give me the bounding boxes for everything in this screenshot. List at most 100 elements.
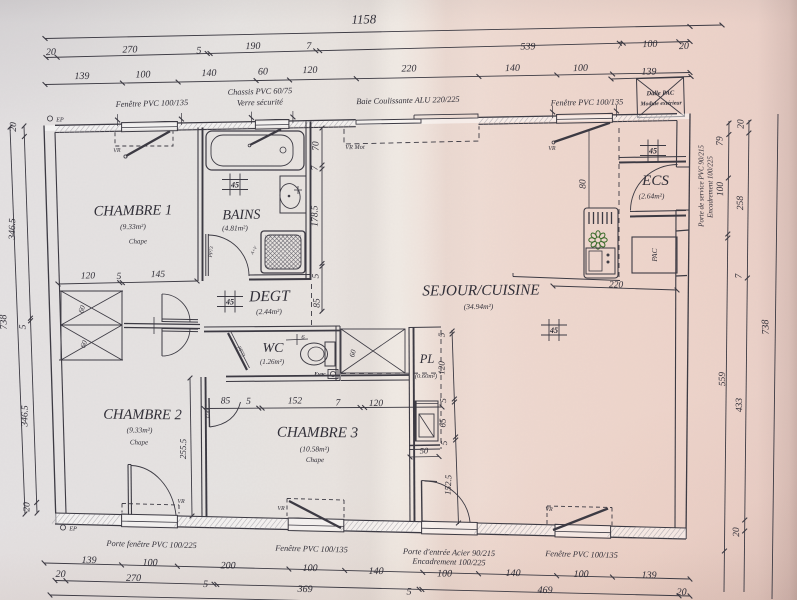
svg-text:Porte de service PVC 90/215: Porte de service PVC 90/215 xyxy=(698,145,706,228)
svg-text:(1.26m²): (1.26m²) xyxy=(260,358,285,366)
svg-text:5: 5 xyxy=(246,397,251,407)
svg-text:Encadrement 100/225: Encadrement 100/225 xyxy=(707,156,715,219)
svg-text:369: 369 xyxy=(296,584,312,595)
svg-text:5: 5 xyxy=(406,586,411,597)
svg-text:65: 65 xyxy=(437,418,447,428)
svg-text:140: 140 xyxy=(201,68,216,79)
svg-text:220: 220 xyxy=(401,63,416,74)
svg-text:738: 738 xyxy=(0,314,10,329)
svg-text:(0.60m²): (0.60m²) xyxy=(415,373,437,380)
svg-text:Verre sécurité: Verre sécurité xyxy=(237,97,284,107)
svg-text:Baie Coulissante ALU 220/225: Baie Coulissante ALU 220/225 xyxy=(356,95,460,106)
svg-text:Module extérieur: Module extérieur xyxy=(639,100,682,107)
svg-text:85: 85 xyxy=(312,298,322,308)
svg-text:VR: VR xyxy=(177,499,185,505)
svg-text:5: 5 xyxy=(436,332,446,337)
svg-text:539: 539 xyxy=(520,41,535,52)
svg-text:5: 5 xyxy=(18,324,28,329)
svg-text:Porte d'entrée Acier 90/215: Porte d'entrée Acier 90/215 xyxy=(402,547,495,558)
svg-text:CHAMBRE 3: CHAMBRE 3 xyxy=(277,425,358,442)
svg-text:ECS: ECS xyxy=(641,173,669,189)
svg-text:45: 45 xyxy=(225,298,234,307)
svg-text:139: 139 xyxy=(81,555,96,566)
svg-text:100: 100 xyxy=(716,182,726,197)
svg-text:120: 120 xyxy=(81,271,96,281)
svg-text:Fenêtre PVC 100/135: Fenêtre PVC 100/135 xyxy=(115,98,189,109)
svg-text:VR: VR xyxy=(277,506,285,512)
svg-text:20: 20 xyxy=(676,587,686,598)
svg-text:EP: EP xyxy=(55,116,64,123)
svg-text:(4.81m²): (4.81m²) xyxy=(222,223,248,232)
svg-text:140: 140 xyxy=(505,568,520,579)
svg-text:50: 50 xyxy=(420,445,429,455)
svg-text:255.5: 255.5 xyxy=(178,438,188,459)
svg-text:45: 45 xyxy=(230,181,239,190)
svg-text:20: 20 xyxy=(22,502,32,512)
svg-text:PAC: PAC xyxy=(650,247,659,262)
svg-text:270: 270 xyxy=(126,573,141,584)
svg-text:258: 258 xyxy=(736,196,746,211)
svg-text:Fenêtre PVC 100/135: Fenêtre PVC 100/135 xyxy=(274,544,348,555)
svg-text:100: 100 xyxy=(302,563,317,574)
svg-text:7: 7 xyxy=(310,164,320,170)
svg-text:BAINS: BAINS xyxy=(222,208,260,224)
svg-text:CHAMBRE 2: CHAMBRE 2 xyxy=(103,407,182,424)
svg-text:85: 85 xyxy=(221,396,231,406)
svg-text:100: 100 xyxy=(573,63,588,74)
svg-text:60: 60 xyxy=(78,339,89,349)
svg-text:20: 20 xyxy=(55,569,65,580)
svg-text:Evac: Evac xyxy=(313,372,326,378)
svg-text:120: 120 xyxy=(302,65,317,76)
svg-text:190: 190 xyxy=(245,41,260,52)
svg-text:559: 559 xyxy=(718,372,728,387)
svg-text:120: 120 xyxy=(436,361,446,375)
svg-text:6: 6 xyxy=(301,334,305,341)
svg-text:738: 738 xyxy=(760,319,772,334)
svg-text:120: 120 xyxy=(369,399,384,409)
svg-text:80: 80 xyxy=(578,179,588,189)
svg-text:5: 5 xyxy=(203,579,208,590)
svg-text:Chape: Chape xyxy=(130,438,148,446)
svg-text:152.5: 152.5 xyxy=(443,474,454,495)
svg-text:(9.33m²): (9.33m²) xyxy=(120,222,146,231)
svg-text:433: 433 xyxy=(735,398,745,413)
svg-text:PL: PL xyxy=(419,352,435,366)
svg-text:WC: WC xyxy=(263,341,285,356)
svg-text:220: 220 xyxy=(609,280,624,290)
svg-text:79: 79 xyxy=(715,136,725,146)
svg-text:100: 100 xyxy=(437,568,452,579)
svg-text:100: 100 xyxy=(135,69,150,80)
svg-text:145: 145 xyxy=(151,270,166,280)
svg-text:SEJOUR/CUISINE: SEJOUR/CUISINE xyxy=(422,281,540,299)
svg-text:45: 45 xyxy=(648,147,657,156)
svg-text:7: 7 xyxy=(734,272,744,278)
svg-text:Fenêtre PVC 100/135: Fenêtre PVC 100/135 xyxy=(550,97,624,107)
svg-text:140: 140 xyxy=(505,63,520,74)
svg-text:Chassis PVC 60/75: Chassis PVC 60/75 xyxy=(228,86,293,97)
svg-text:178.5: 178.5 xyxy=(310,205,320,227)
svg-text:152: 152 xyxy=(288,396,303,406)
svg-text:PP73: PP73 xyxy=(235,345,245,358)
svg-text:Encadrement 100/225: Encadrement 100/225 xyxy=(411,557,485,568)
svg-text:270: 270 xyxy=(122,44,137,55)
svg-text:60: 60 xyxy=(347,348,358,358)
svg-text:(2.64m²): (2.64m²) xyxy=(639,192,665,201)
svg-text:A+V: A+V xyxy=(249,244,259,256)
svg-text:100: 100 xyxy=(642,39,657,50)
svg-text:DEGT: DEGT xyxy=(248,288,291,306)
svg-text:7: 7 xyxy=(617,40,623,51)
svg-text:5: 5 xyxy=(438,398,448,403)
svg-text:(2.44m²): (2.44m²) xyxy=(256,307,282,316)
svg-text:346.5: 346.5 xyxy=(20,405,30,428)
svg-text:5: 5 xyxy=(117,272,122,282)
svg-text:100: 100 xyxy=(142,557,157,568)
svg-text:(34.94m²): (34.94m²) xyxy=(464,302,494,311)
svg-text:Chape: Chape xyxy=(306,456,324,464)
svg-text:346.5: 346.5 xyxy=(8,218,18,241)
svg-text:139: 139 xyxy=(74,71,89,82)
svg-text:60: 60 xyxy=(76,304,87,314)
svg-text:139: 139 xyxy=(641,66,656,77)
svg-text:EP: EP xyxy=(68,525,77,532)
svg-text:20: 20 xyxy=(46,47,56,58)
svg-text:7: 7 xyxy=(306,41,312,52)
